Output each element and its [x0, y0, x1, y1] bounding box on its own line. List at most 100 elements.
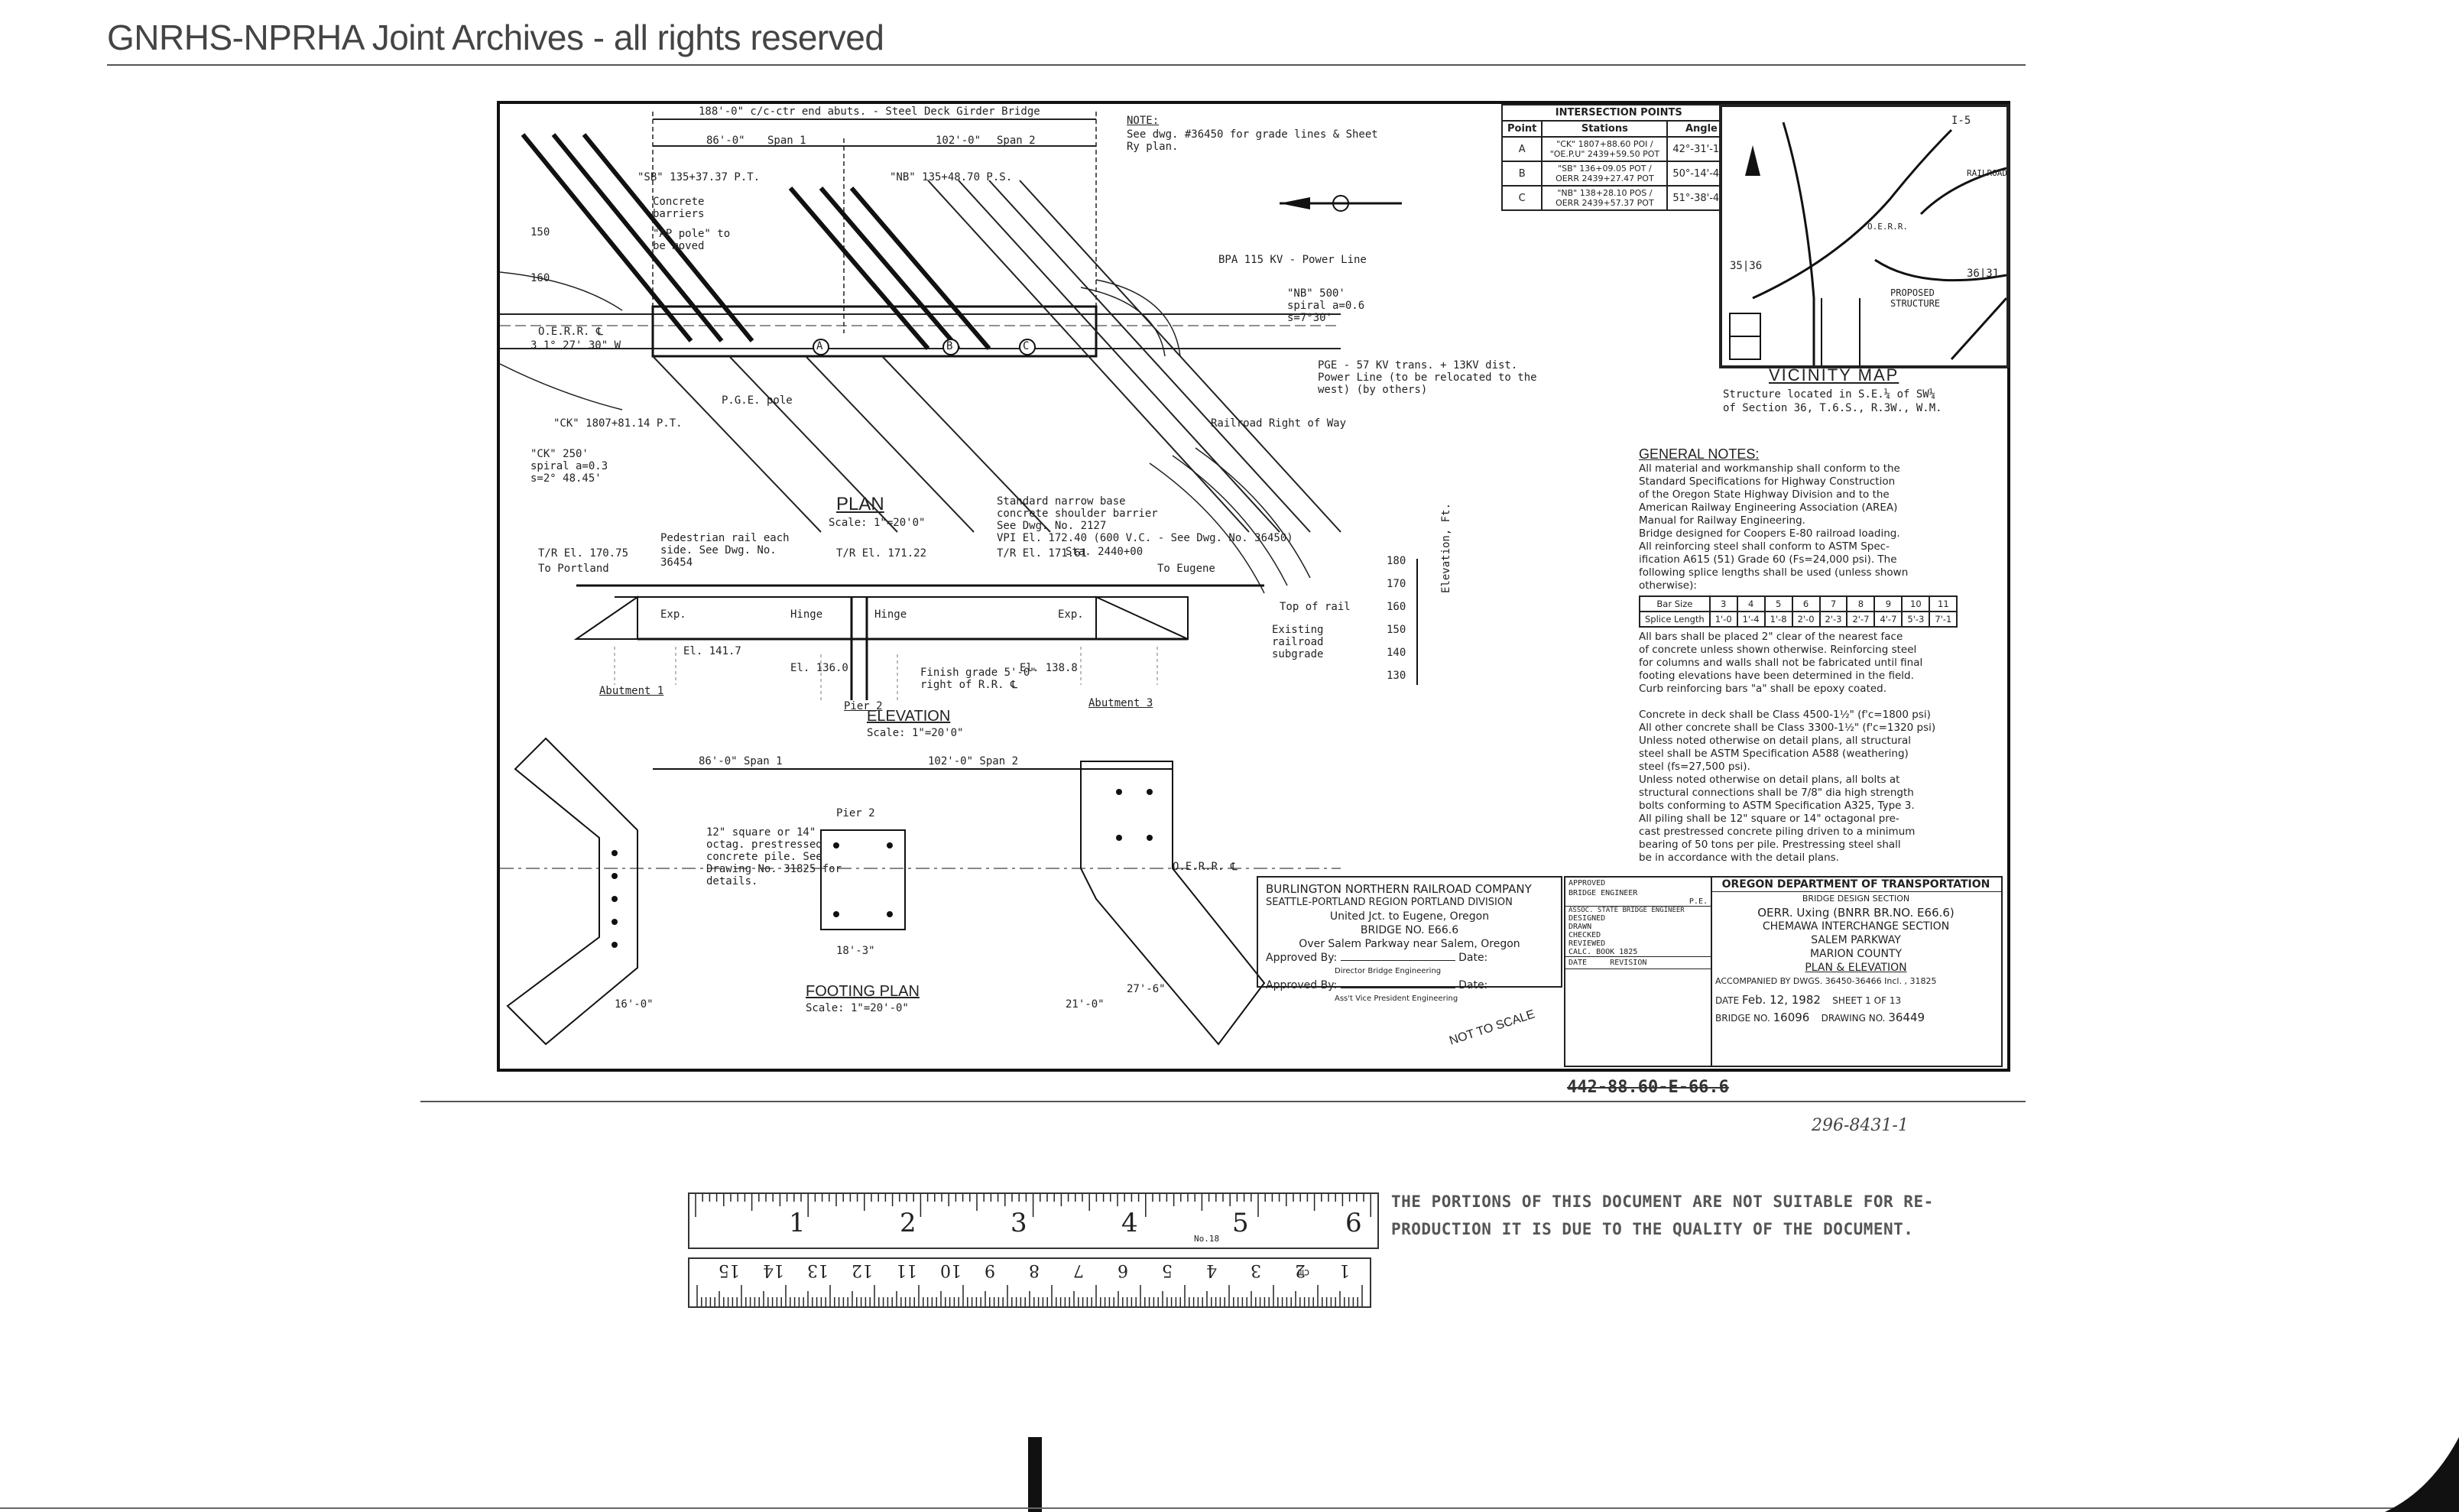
ruler-inch-5: 5 [1232, 1208, 1249, 1238]
note-line: American Railway Engineering Association… [1639, 501, 1898, 514]
elevation-el-3: El. 138.8 [1020, 662, 1078, 674]
odot-sheet: 1 [1865, 995, 1871, 1006]
odot-pe: P.E. [1689, 897, 1708, 906]
splice-cell: 10 [1901, 595, 1931, 612]
odot-revision-date: DATE [1569, 959, 1588, 967]
elev-tick: 130 [1387, 670, 1406, 682]
odot-drawing-no-label: DRAWING NO. [1821, 1013, 1886, 1024]
elevation-title: ELEVATION [867, 708, 951, 725]
odot-reviewed: REVIEWED [1569, 939, 1606, 948]
splice-cell: 5'-3 [1901, 611, 1931, 628]
odot-agency: OREGON DEPARTMENT OF TRANSPORTATION [1711, 878, 2001, 892]
table-row: A "CK" 1807+88.60 POI / "OE.P.U" 2439+59… [1500, 136, 1737, 162]
span2-dim: 102'-0" [936, 135, 981, 147]
splice-cell: Bar Size [1639, 595, 1711, 612]
finish-grade-note: Finish grade 5'-0" right of R.R. ℄ [920, 667, 1036, 691]
splice-cell: 2'-3 [1818, 611, 1848, 628]
cell-stations: "SB" 136+09.05 POT / OERR 2439+27.47 POT [1541, 161, 1669, 187]
ruler-cm-label: cm [1298, 1267, 1310, 1278]
pedestrian-rail-note: Pedestrian rail each side. See Dwg. No. … [660, 532, 790, 569]
tr-elevation-1: T/R El. 170.75 [538, 547, 629, 560]
railroad-row-label: Railroad Right of Way [1211, 417, 1347, 430]
note-line: footing elevations have been determined … [1639, 670, 1914, 682]
splice-cell: 3 [1708, 595, 1738, 612]
splice-value-row: Splice Length 1'-0 1'-4 1'-8 2'-0 2'-3 2… [1639, 611, 1958, 628]
odot-date-sheet-row: DATE Feb. 12, 1982 SHEET 1 OF 13 [1711, 988, 2001, 1007]
bpa-power-line-label: BPA 115 KV - Power Line [1218, 254, 1367, 266]
note-line: Unless noted otherwise on detail plans, … [1639, 774, 1900, 786]
quality-stamp-line-2: PRODUCTION IT IS DUE TO THE QUALITY OF T… [1391, 1220, 1914, 1238]
note-line: structural connections shall be 7/8" dia… [1639, 787, 1914, 799]
scan-bar [1028, 1437, 1042, 1512]
span2-label: Span 2 [997, 135, 1036, 147]
ruler-cm-number: 12 [852, 1261, 873, 1280]
abutment-1-label: Abutment 1 [599, 685, 664, 697]
note-line: steel shall be ASTM Specification A588 (… [1639, 748, 1909, 760]
splice-cell: 7'-1 [1929, 611, 1958, 628]
odot-title-1: OERR. Uxing (BNRR BR.NO. E66.6) [1757, 906, 1955, 920]
odot-bridge-no: 16096 [1773, 1011, 1810, 1024]
splice-cell: 2'-7 [1846, 611, 1876, 628]
note-line: Bridge designed for Coopers E-80 railroa… [1639, 527, 1900, 540]
col-angle: Angle [1666, 120, 1737, 138]
ck-station-label: "CK" 1807+81.14 P.T. [553, 417, 683, 430]
col-point: Point [1500, 120, 1543, 138]
splice-cell: 1'-8 [1763, 611, 1793, 628]
elevation-axis-label: Elevation, Ft. [1440, 502, 1452, 593]
ruler-cm-number: 9 [985, 1261, 995, 1280]
vpi-label: VPI El. 172.40 (600 V.C. - See Dwg. No. … [997, 532, 1293, 544]
odot-drawn: DRAWN [1569, 923, 1592, 931]
handwritten-number: 296-8431-1 [1812, 1116, 1909, 1135]
header-rule [107, 64, 2026, 66]
splice-cell: 11 [1929, 595, 1958, 612]
odot-title-4: MARION COUNTY [1809, 948, 1903, 960]
ruler-cm-number: 7 [1073, 1261, 1084, 1280]
cm-ruler-ticks [696, 1285, 1363, 1306]
cell-point: B [1500, 161, 1543, 187]
splice-cell: 2'-0 [1791, 611, 1821, 628]
footing-span2: 102'-0" Span 2 [928, 755, 1019, 767]
note-line: steel (fs=27,500 psi). [1639, 761, 1750, 773]
intersection-points-table: INTERSECTION POINTS Point Stations Angle… [1500, 104, 1737, 211]
odot-date: Feb. 12, 1982 [1742, 993, 1821, 1007]
note-line: Unless noted otherwise on detail plans, … [1639, 735, 1911, 747]
footing-oerr-label: O.E.R.R. ℄ [1173, 861, 1238, 873]
odot-title-3: SALEM PARKWAY [1811, 934, 1901, 946]
vpi-station: Sta. 2440+00 [1066, 546, 1144, 558]
note-line: All piling shall be 12" square or 14" oc… [1639, 813, 1899, 825]
nb-spiral-label: "NB" 500' spiral a=0.6 s=7°30' [1287, 287, 1365, 324]
note-line: Manual for Railway Engineering. [1639, 514, 1805, 527]
bottom-edge [0, 1507, 2459, 1509]
odot-drawing-no: 36449 [1888, 1011, 1925, 1024]
existing-subgrade-label: Existing railroad subgrade [1272, 624, 1324, 660]
vicinity-railroad-label: RAILROAD [1967, 168, 2007, 178]
vicinity-oerr-label: O.E.R.R. [1867, 222, 1908, 232]
rr-date-2: Date: [1458, 979, 1488, 991]
odot-of: 13 [1889, 995, 1902, 1006]
intersection-title: INTERSECTION POINTS [1500, 104, 1737, 122]
odot-title-2: CHEMAWA INTERCHANGE SECTION [1762, 920, 1950, 933]
note-line: of concrete unless shown otherwise. Rein… [1639, 644, 1917, 656]
general-notes: GENERAL NOTES: All material and workmans… [1639, 446, 1998, 865]
ck-spiral-label: "CK" 250' spiral a=0.3 s=2° 48.45' [530, 448, 608, 485]
rr-company: BURLINGTON NORTHERN RAILROAD COMPANY [1266, 882, 1532, 896]
footing-dim-2: 18'-3" [836, 945, 875, 957]
splice-cell: Splice Length [1639, 611, 1711, 628]
odot-bridge-no-label: BRIDGE NO. [1715, 1013, 1770, 1024]
splice-cell: 4 [1736, 595, 1766, 612]
odot-calc-book-no: 1825 [1619, 948, 1638, 956]
odot-accompanied: ACCOMPANIED BY DWGS. 36450-36466 Incl. ,… [1715, 976, 1937, 986]
ruler-inch-1: 1 [789, 1208, 806, 1238]
rr-over: Over Salem Parkway near Salem, Oregon [1299, 938, 1520, 950]
tr-elevation-2: T/R El. 171.22 [836, 547, 927, 560]
point-c-label: C [1023, 340, 1030, 352]
note-line: for columns and walls shall not be fabri… [1639, 657, 1923, 669]
tr-elevation-3: T/R El. 171.61 [997, 547, 1088, 560]
ruler-inch-6: 6 [1345, 1208, 1362, 1238]
railroad-title-block: BURLINGTON NORTHERN RAILROAD COMPANY SEA… [1257, 876, 1562, 1003]
note-line: Concrete in deck shall be Class 4500-1½"… [1639, 709, 1931, 721]
odot-revision-label: REVISION [1610, 959, 1647, 967]
table-row: C "NB" 138+28.10 POS / OERR 2439+57.37 P… [1500, 185, 1737, 211]
ruler-cm-number: 4 [1206, 1261, 1217, 1280]
